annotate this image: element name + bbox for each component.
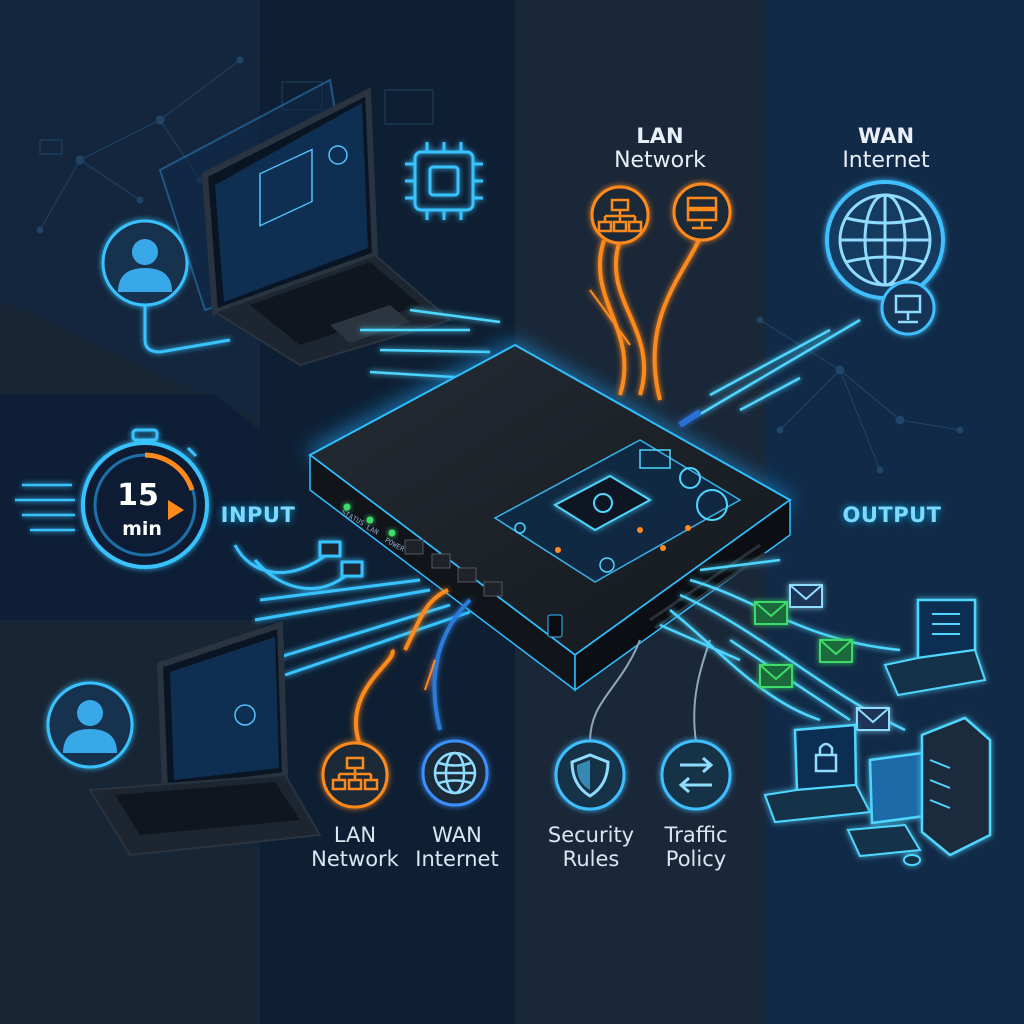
security-line-1: Security <box>547 823 635 847</box>
chip-icon <box>405 142 483 220</box>
lan-top-title: LAN <box>636 124 684 148</box>
lock-icon <box>814 742 838 773</box>
timer-speed-lines <box>15 483 75 532</box>
network-hierarchy-icon <box>597 198 643 233</box>
traffic-line-1: Traffic <box>664 823 728 847</box>
input-cables <box>233 540 471 677</box>
wan-top-title: WAN <box>857 124 915 148</box>
output-desktop <box>846 750 934 866</box>
input-label: INPUT <box>220 503 296 527</box>
envelope-icon <box>789 584 823 608</box>
timer-value: 15 <box>117 478 159 513</box>
laptop-top <box>158 78 453 367</box>
security-icon <box>554 739 626 811</box>
lan-network-top-label: LAN Network <box>600 124 720 173</box>
envelope-icon <box>819 639 853 663</box>
wan-globe-top <box>825 180 945 336</box>
lan-bottom-icon <box>321 741 389 809</box>
wan-bottom-line-1: WAN <box>432 823 482 847</box>
traffic-policy-label: Traffic Policy <box>650 823 742 871</box>
server-icon <box>686 196 718 230</box>
security-line-2: Rules <box>562 847 620 872</box>
wan-internet-bottom-label: WAN Internet <box>408 823 506 871</box>
globe-icon <box>838 193 932 287</box>
laptop-bottom <box>88 620 322 857</box>
policy-lines <box>589 639 711 743</box>
output-laptop-right <box>883 598 987 697</box>
output-server <box>920 716 992 857</box>
wan-bottom-icon <box>421 739 489 807</box>
security-rules-label: Security Rules <box>540 823 642 871</box>
lan-bottom-line-2: Network <box>311 847 399 872</box>
wan-internet-top-label: WAN Internet <box>826 124 946 173</box>
envelope-icons <box>754 584 890 731</box>
shield-icon <box>570 753 610 798</box>
network-hierarchy-icon <box>331 756 379 791</box>
swap-arrows-icon <box>678 756 714 794</box>
lan-network-bottom-label: LAN Network <box>298 823 412 871</box>
user-top-left <box>101 219 231 354</box>
wan-bottom-line-2: Internet <box>415 847 499 872</box>
stopwatch-icon <box>81 428 209 569</box>
bottom-cables <box>353 588 472 746</box>
globe-icon <box>433 751 477 795</box>
traffic-icon <box>660 739 732 811</box>
traffic-line-2: Policy <box>665 847 727 872</box>
lan-bottom-line-1: LAN <box>333 823 377 847</box>
envelope-icon <box>759 664 793 688</box>
lan-top-icons <box>590 182 732 245</box>
output-label: OUTPUT <box>842 503 942 527</box>
envelope-icon <box>856 707 890 731</box>
user-bottom-left <box>46 681 134 769</box>
wan-uplink-arrows <box>678 318 861 428</box>
timer-unit: min <box>122 518 162 540</box>
background-mesh <box>36 56 964 474</box>
output-laptop-lock <box>763 723 872 824</box>
lan-top-sub: Network <box>614 148 706 174</box>
envelope-icon <box>754 601 788 625</box>
wan-top-sub: Internet <box>842 148 930 174</box>
lan-cables-top <box>589 237 702 401</box>
